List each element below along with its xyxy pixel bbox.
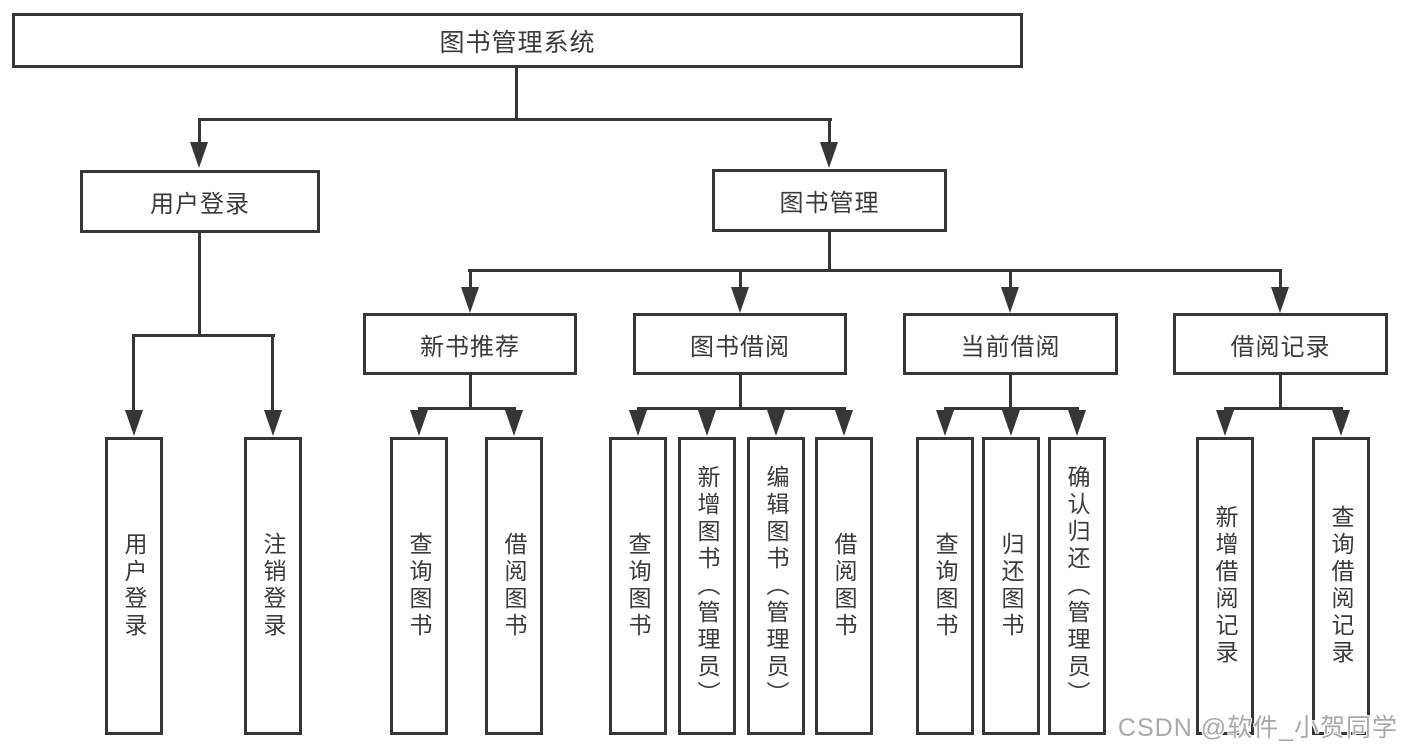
node-borrow-books-recommend: 借阅图书 — [485, 437, 543, 735]
connector-line — [515, 68, 518, 121]
node-borrow-books: 借阅图书 — [815, 437, 873, 735]
connector-line — [828, 118, 831, 144]
connector-line — [198, 118, 201, 144]
arrowhead-down — [1332, 410, 1350, 436]
node-query-borrow-record: 查询借阅记录 — [1312, 437, 1370, 735]
connector-line — [418, 407, 516, 410]
node-add-borrow-record: 新增借阅记录 — [1196, 437, 1254, 735]
arrowhead-down — [731, 287, 749, 313]
arrowhead-down — [264, 410, 282, 436]
arrowhead-down — [1002, 410, 1020, 436]
node-confirm-return-admin: 确认归还（管理员） — [1048, 437, 1106, 735]
node-query-books-borrow: 查询图书 — [609, 437, 667, 735]
connector-line — [198, 118, 832, 121]
arrowhead-down — [835, 410, 853, 436]
node-book-borrow: 图书借阅 — [633, 313, 847, 375]
connector-line — [1009, 269, 1012, 291]
arrowhead-down — [767, 410, 785, 436]
csdn-watermark: CSDN @软件_小贺同学 — [1117, 714, 1398, 742]
connector-line — [1009, 375, 1012, 410]
arrowhead-down — [190, 142, 208, 168]
connector-line — [739, 269, 742, 291]
connector-line — [1279, 269, 1282, 291]
node-new-book-recommend: 新书推荐 — [363, 313, 577, 375]
connector-line — [469, 269, 472, 291]
connector-line — [271, 334, 274, 414]
arrowhead-down — [1068, 410, 1086, 436]
node-user-login: 用户登录 — [80, 170, 320, 233]
node-edit-book-admin: 编辑图书（管理员） — [747, 437, 805, 735]
node-user-login-leaf: 用户登录 — [105, 437, 163, 735]
connector-line — [944, 407, 1079, 410]
arrowhead-down — [820, 142, 838, 168]
node-query-books-current: 查询图书 — [916, 437, 974, 735]
node-add-book-admin: 新增图书（管理员） — [678, 437, 736, 735]
node-current-borrow: 当前借阅 — [903, 313, 1118, 375]
node-borrow-records: 借阅记录 — [1173, 313, 1388, 375]
connector-line — [1279, 375, 1282, 410]
connector-line — [1224, 407, 1343, 410]
connector-line — [133, 334, 275, 337]
arrowhead-down — [629, 410, 647, 436]
arrowhead-down — [1271, 287, 1289, 313]
arrowhead-down — [1001, 287, 1019, 313]
arrowhead-down — [410, 410, 428, 436]
node-library-system: 图书管理系统 — [12, 13, 1023, 68]
connector-line — [739, 375, 742, 410]
connector-line — [198, 233, 201, 337]
connector-line — [637, 407, 846, 410]
arrowhead-down — [125, 410, 143, 436]
connector-line — [468, 269, 1282, 272]
node-query-books-recommend: 查询图书 — [390, 437, 448, 735]
node-logout: 注销登录 — [244, 437, 302, 735]
connector-line — [828, 232, 831, 272]
arrowhead-down — [936, 410, 954, 436]
arrowhead-down — [1216, 410, 1234, 436]
arrowhead-down — [698, 410, 716, 436]
node-book-management: 图书管理 — [712, 169, 947, 232]
connector-line — [132, 334, 135, 414]
connector-line — [469, 375, 472, 410]
arrowhead-down — [461, 287, 479, 313]
arrowhead-down — [505, 410, 523, 436]
node-return-book: 归还图书 — [982, 437, 1040, 735]
